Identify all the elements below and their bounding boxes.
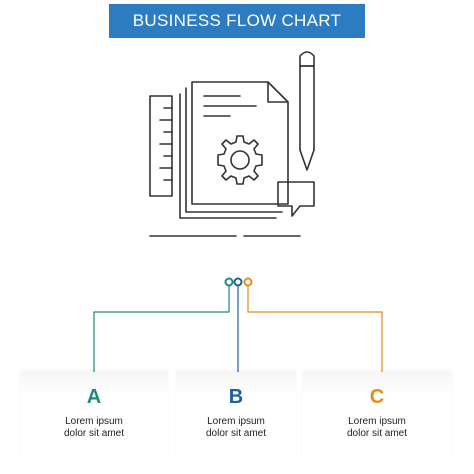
step-card-a: A Lorem ipsum dolor sit amet [20, 372, 168, 460]
step-card-c: C Lorem ipsum dolor sit amet [302, 372, 452, 460]
step-text-line: Lorem ipsum [207, 416, 265, 427]
connector-dot-a [224, 277, 234, 287]
document-settings-pencil-ruler-icon [149, 51, 315, 237]
step-card-b: B Lorem ipsum dolor sit amet [176, 372, 296, 460]
step-letter: C [369, 386, 385, 408]
step-description: Lorem ipsum dolor sit amet [302, 416, 452, 440]
step-description: Lorem ipsum dolor sit amet [176, 416, 296, 440]
step-text-line: Lorem ipsum [65, 416, 123, 427]
step-letter: A [86, 386, 102, 408]
title-text: BUSINESS FLOW CHART [132, 11, 342, 30]
connector-dot-b [233, 277, 243, 287]
connector-line-c [247, 286, 383, 374]
connector-line-a [93, 286, 230, 374]
step-text-line: Lorem ipsum [348, 416, 406, 427]
step-letter: B [228, 386, 244, 408]
step-description: Lorem ipsum dolor sit amet [20, 416, 168, 440]
step-text-line: dolor sit amet [63, 428, 125, 439]
title-banner: BUSINESS FLOW CHART [109, 4, 365, 38]
connector-dot-c [243, 277, 253, 287]
step-text-line: dolor sit amet [205, 428, 267, 439]
step-text-line: dolor sit amet [346, 428, 408, 439]
